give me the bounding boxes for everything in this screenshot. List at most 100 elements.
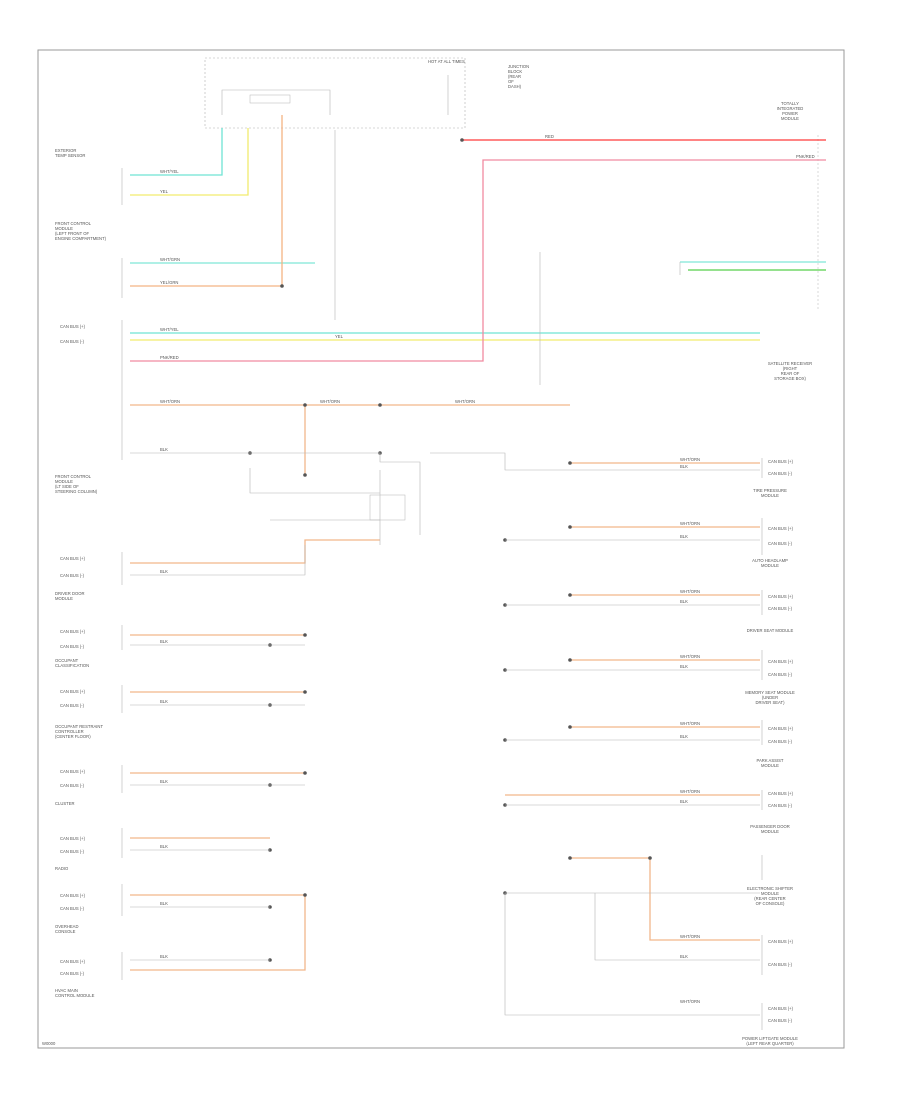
splice-node (280, 284, 284, 288)
can-pin-label: CAN BUS (+) (60, 324, 86, 329)
wire-color-label: BLK (160, 901, 168, 906)
can-pin-label: CAN BUS (-) (60, 573, 85, 578)
wire-color-label: WHT/GRN (160, 257, 180, 262)
splice-node (568, 593, 572, 597)
footer-code: W0000 (42, 1041, 56, 1046)
can-pin-label: CAN BUS (+) (768, 594, 794, 599)
can-pin-label: CAN BUS (-) (60, 783, 85, 788)
can-pin-label: CAN BUS (+) (768, 459, 794, 464)
can-pin-label: CAN BUS (+) (60, 893, 86, 898)
junction-block: HOT AT ALL TIMES (204, 57, 466, 129)
wire-color-label: WHT/YEL (160, 169, 179, 174)
gnd-wire-tire (430, 452, 760, 471)
splice-node (303, 473, 307, 477)
can-pin-label: CAN BUS (-) (768, 1018, 793, 1023)
wire-color-label: BLK (160, 699, 168, 704)
splice-node (568, 856, 572, 860)
wires (130, 115, 826, 971)
can-pin-label: CAN BUS (-) (768, 962, 793, 967)
wire-color-label: BLK (160, 954, 168, 959)
splice-node (303, 633, 307, 637)
can-pin-label: CAN BUS (-) (768, 471, 793, 476)
wire-color-label: BLK (160, 779, 168, 784)
splice-node (303, 690, 307, 694)
splice-box (369, 494, 406, 521)
can-pin-label: CAN BUS (-) (60, 971, 85, 976)
splice-node (568, 658, 572, 662)
diagram-border (37, 49, 845, 1049)
wire-door-wht-orn (130, 539, 380, 564)
wire-color-label: WHT/ORN (320, 399, 340, 404)
can-pin-label: CAN BUS (-) (60, 339, 85, 344)
wire-color-label: YEL (335, 334, 344, 339)
can-pin-label: CAN BUS (+) (768, 791, 794, 796)
wire-color-label: WHT/ORN (680, 654, 700, 659)
can-pin-label: CAN BUS (+) (60, 959, 86, 964)
wire-overhead-wht-orn (130, 894, 306, 971)
can-pin-label: CAN BUS (+) (60, 629, 86, 634)
splice-node (378, 403, 382, 407)
wire-color-label: WHT/ORN (455, 399, 475, 404)
wire-color-label: BLK (680, 954, 688, 959)
gnd-wire-liftgate (504, 893, 760, 1016)
wire-color-label: WHT/ORN (680, 789, 700, 794)
wire-color-label: BLK (680, 799, 688, 804)
wire-color-label: WHT/ORN (680, 589, 700, 594)
label-power-liftgate: POWER LIFTGATE MODULE(LEFT REAR QUARTER) (742, 1036, 798, 1046)
wire-color-label: BLK (680, 664, 688, 669)
wire-color-label: BLK (680, 599, 688, 604)
junction-fuse (249, 94, 291, 104)
wire-color-label: WHT/ORN (680, 721, 700, 726)
gnd-wire-shifter-2 (594, 893, 760, 961)
gnd-wire-fcm (130, 452, 421, 535)
wire-color-label: BLK (680, 534, 688, 539)
can-pin-label: CAN BUS (+) (60, 769, 86, 774)
wire-color-label: BLK (160, 569, 168, 574)
wire-color-label: BLK (160, 844, 168, 849)
can-pin-label: CAN BUS (+) (768, 526, 794, 531)
splice-node (303, 403, 307, 407)
wire-ext-temp-wht-yel (130, 128, 223, 176)
wire-main-pnk-red (130, 159, 826, 362)
wire-color-label: PNK/RED (796, 154, 815, 159)
can-pin-label: CAN BUS (+) (768, 659, 794, 664)
can-pin-label: CAN BUS (+) (768, 726, 794, 731)
can-pin-label: CAN BUS (-) (768, 803, 793, 808)
junction-block-title: HOT AT ALL TIMES (428, 59, 465, 64)
splice-node (460, 138, 464, 142)
wire-color-label: BLK (680, 734, 688, 739)
splice-node (568, 461, 572, 465)
can-pin-label: CAN BUS (-) (60, 703, 85, 708)
can-pin-label: CAN BUS (-) (768, 672, 793, 677)
can-pin-label: CAN BUS (-) (768, 739, 793, 744)
label-front-seat-l: DRIVER SEAT MODULE (747, 628, 794, 633)
wire-ext-temp-yel (130, 128, 249, 196)
wire-color-label: WHT/ORN (680, 457, 700, 462)
wire-color-label: YEL/GRN (160, 280, 178, 285)
wire-color-label: WHT/ORN (680, 999, 700, 1004)
can-pin-label: CAN BUS (-) (60, 849, 85, 854)
wire-shifter-wht-orn (570, 857, 760, 941)
splice-node (303, 771, 307, 775)
wire-color-label: YEL (160, 189, 169, 194)
can-pin-label: CAN BUS (+) (60, 836, 86, 841)
junction-block-outline (204, 57, 466, 129)
ground-wires (130, 130, 760, 1016)
wire-color-label: WHT/ORN (680, 934, 700, 939)
wire-color-label: PNK/RED (160, 355, 179, 360)
